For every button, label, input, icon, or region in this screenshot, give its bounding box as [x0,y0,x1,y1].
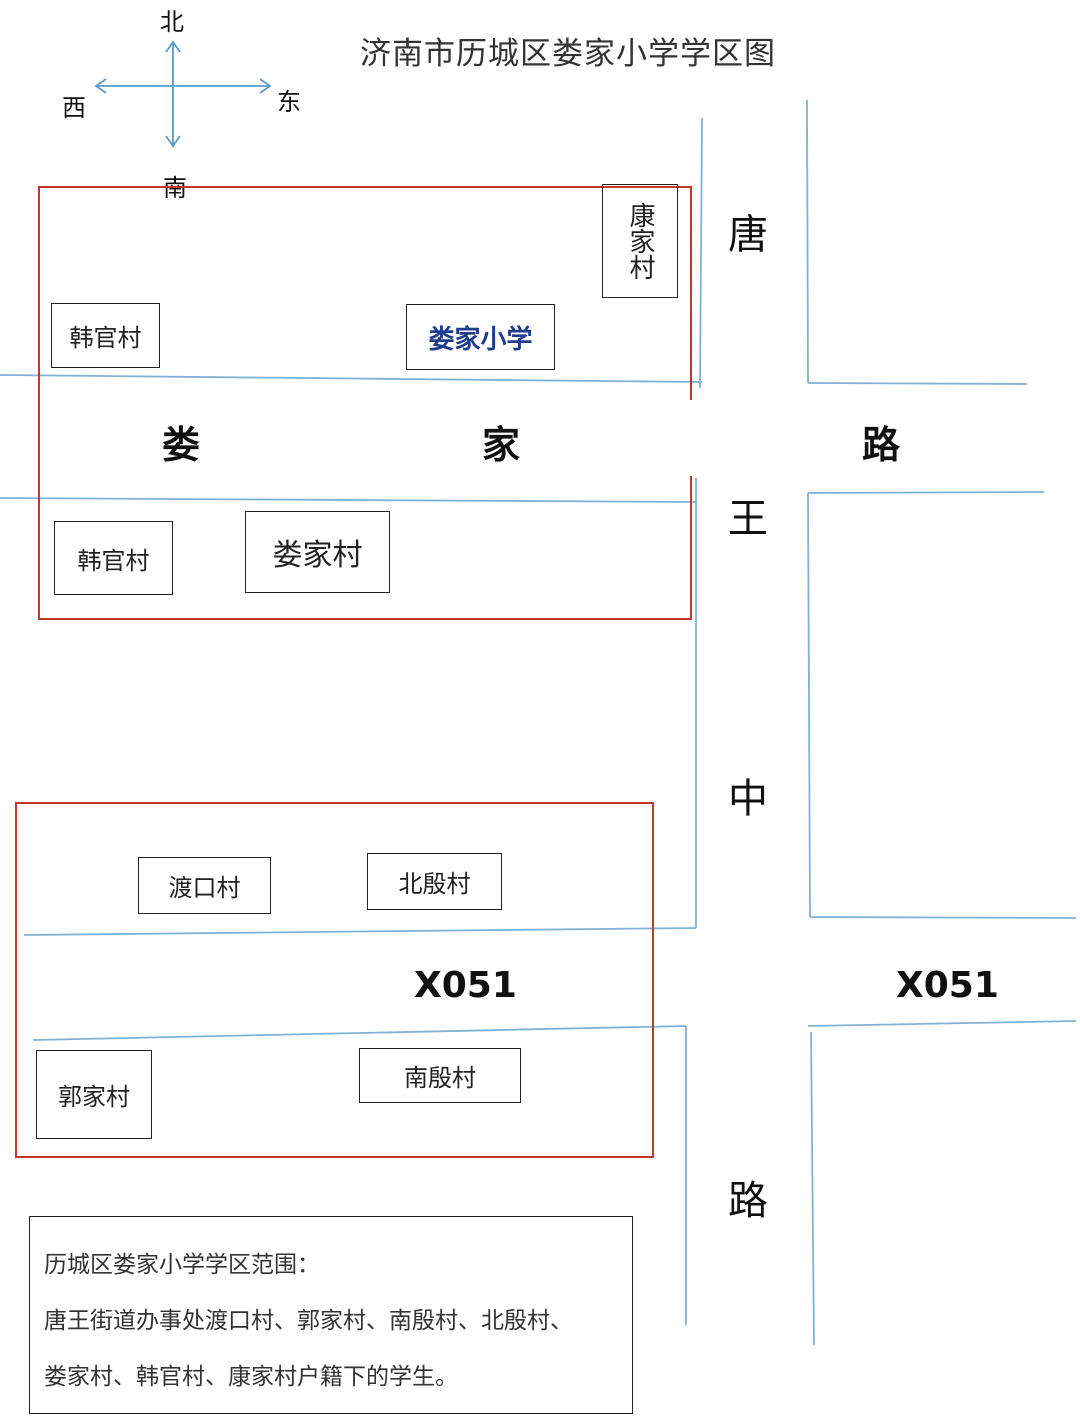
village-nanyin: 南殷村 [359,1048,521,1103]
district-info-line-2: 娄家村、韩官村、康家村户籍下的学生。 [44,1364,458,1390]
loujia-road-label-2: 家 [482,423,521,467]
compass-arrows [94,40,272,148]
region-gap-mask [688,400,696,476]
tangwang-road-label-3: 中 [728,776,768,822]
loujia-road-east-south-edge [807,491,1045,494]
compass-south-label: 南 [163,174,187,202]
tangwang-road-label-2: 王 [728,496,768,542]
x051-road-east-south-edge [807,1020,1077,1027]
tangwang-road-east-edge-mid [807,492,811,918]
tangwang-road-label-4: 路 [728,1178,768,1224]
tangwang-road-east-edge-top [806,99,809,384]
tangwang-road-east-edge-bottom [810,1031,815,1346]
map-title: 济南市历城区娄家小学学区图 [360,36,776,72]
district-info-box: 历城区娄家小学学区范围： 唐王街道办事处渡口村、郭家村、南殷村、北殷村、 娄家村… [29,1216,633,1414]
loujia-road-label-1: 娄 [162,423,201,467]
village-guojia: 郭家村 [36,1050,152,1139]
compass-west-label: 西 [62,94,86,122]
village-hanguan-north: 韩官村 [51,303,160,368]
tangwang-road-west-edge-top [699,117,703,389]
x051-road-east-north-edge [809,916,1077,919]
x051-road-label-right: X051 [896,965,999,1006]
school-loujia: 娄家小学 [406,304,555,370]
district-info-heading: 历城区娄家小学学区范围： [44,1252,320,1278]
village-dukou: 渡口村 [138,857,271,914]
x051-road-label-left: X051 [414,965,517,1006]
compass-north-label: 北 [160,8,184,36]
village-hanguan-south: 韩官村 [54,521,173,595]
loujia-road-east-north-edge [807,382,1028,385]
tangwang-road-label-1: 唐 [728,212,768,258]
village-kangjia: 康家村 [602,184,678,298]
village-beiyin: 北殷村 [367,853,502,910]
compass-east-label: 东 [277,88,301,116]
district-info-line-1: 唐王街道办事处渡口村、郭家村、南殷村、北殷村、 [44,1308,573,1334]
district-region-south [15,802,654,1158]
loujia-road-label-3: 路 [862,423,901,467]
village-loujia: 娄家村 [245,511,390,593]
